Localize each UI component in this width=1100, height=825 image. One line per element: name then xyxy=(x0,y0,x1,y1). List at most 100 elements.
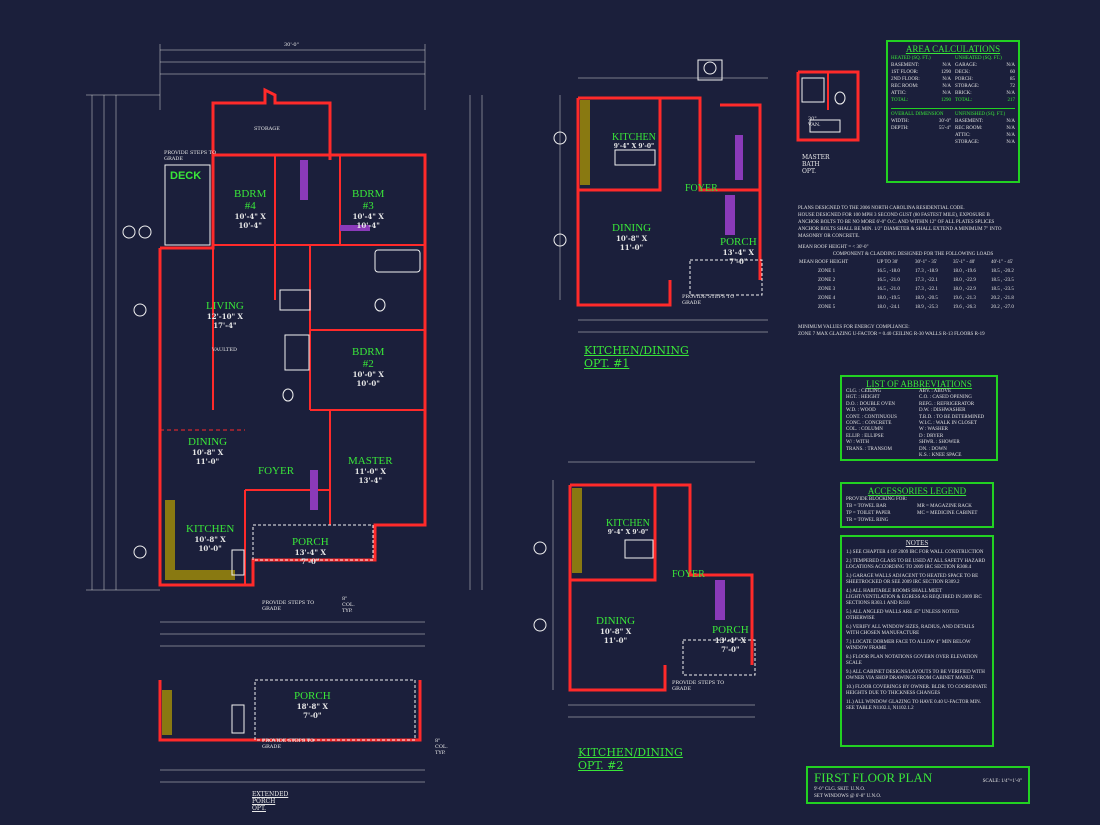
unfinished-row: BASEMENT:N/A xyxy=(955,119,1015,124)
room-size: 18'-8" X 7'-0" xyxy=(296,702,328,720)
note-item: 8.) FLOOR PLAN NOTATIONS GOVERN OVER ELE… xyxy=(846,655,978,666)
ext-porch-room: PORCH 18'-8" X 7'-0" xyxy=(294,690,331,720)
room-master: MASTER 11'-0" X 13'-4" xyxy=(348,455,393,485)
unheated-row: PORCH:85 xyxy=(955,77,1015,82)
note-item: 11.) ALL WINDOW GLAZING TO HAVE 0.40 U-F… xyxy=(846,700,981,711)
unheated-row: BRICK:N/A xyxy=(955,91,1015,96)
heated-row: 1ST FLOOR:1290 xyxy=(891,70,951,75)
opt1-foyer: FOYER xyxy=(685,183,718,194)
unfinished-row: REC ROOM:N/A xyxy=(955,126,1015,131)
room-name: KITCHEN xyxy=(606,518,650,529)
room-name: DINING xyxy=(612,222,652,234)
room-name: PORCH xyxy=(712,624,749,636)
vaulted-label: VAULTED xyxy=(212,347,238,353)
room-size: 11'-0" X 13'-4" xyxy=(354,467,386,485)
room-size: 10'-8" X 10'-0" xyxy=(194,535,226,553)
accessories-left: TB = TOWEL BAR TP = TOILET PAPER TR = TO… xyxy=(846,504,891,523)
heated-total: TOTAL:1290 xyxy=(891,98,951,103)
overall-head: OVERALL DIMENSION xyxy=(891,112,944,117)
energy-values: ZONE 7 MAX GLAZING U-FACTOR = 0.40 CEILI… xyxy=(798,332,985,337)
room-bdrm3: BDRM #3 10'-4" X 10'-4" xyxy=(352,188,384,230)
overall-dim-column: OVERALL DIMENSION WIDTH:30'-0" DEPTH:55'… xyxy=(891,111,951,146)
room-size: 12'-10" X 17'-4" xyxy=(206,312,243,330)
code-note: MASONRY OR CONCRETE. xyxy=(798,234,860,239)
opt1-steps: PROVIDE STEPS TO GRADE xyxy=(682,294,735,306)
opt2-foyer: FOYER xyxy=(672,569,705,580)
room-bdrm4: BDRM #4 10'-4" X 10'-4" xyxy=(234,188,266,230)
opt2-dining: DINING 10'-8" X 11'-0" xyxy=(596,615,635,645)
unheated-head: UNHEATED (SQ. FT.) xyxy=(955,56,1002,61)
room-size: 13'-4" X 7'-0" xyxy=(722,248,754,266)
porch-steps-note: PROVIDE STEPS TO GRADE xyxy=(262,600,315,612)
unheated-total: TOTAL:217 xyxy=(955,98,1015,103)
accessories-sub: PROVIDE BLOCKING FOR: xyxy=(846,497,908,502)
note-item: 3.) GARAGE WALLS ADJACENT TO HEATED SPAC… xyxy=(846,574,979,585)
code-note: ANCHOR BOLTS TO BE NO MORE 6'-0" O.C. AN… xyxy=(798,220,995,225)
room-deck: DECK xyxy=(170,170,202,182)
col-note: 8" COL. TYP. xyxy=(342,596,355,614)
accessories-box: ACCESSORIES LEGEND PROVIDE BLOCKING FOR:… xyxy=(840,482,994,528)
unheated-row: GARAGE:N/A xyxy=(955,63,1015,68)
title-block: FIRST FLOOR PLAN SCALE: 1/4"=1'-0" 9'-0"… xyxy=(806,766,1030,804)
room-bdrm2: BDRM #2 10'-0" X 10'-0" xyxy=(352,346,384,388)
ext-steps-note: PROVIDE STEPS TO GRADE xyxy=(262,738,315,750)
note-item: 4.) ALL HABITABLE ROOMS SHALL MEET LIGHT… xyxy=(846,589,982,606)
opt2-caption: KITCHEN/DINING OPT. #2 xyxy=(578,746,683,772)
main-floor-plan xyxy=(86,44,483,647)
mean-roof: MEAN ROOF HEIGHT = < 30'-0" xyxy=(798,245,869,250)
unfinished-column: UNFINISHED (SQ. FT.) BASEMENT:N/A REC RO… xyxy=(955,111,1015,146)
opt2-kitchen: KITCHEN 9'-4" X 9'-0" xyxy=(606,518,650,536)
unheated-column: UNHEATED (SQ. FT.) GARAGE:N/A DECK:60 PO… xyxy=(955,55,1015,104)
master-bath-caption: MASTER BATH OPT. xyxy=(802,154,830,175)
heated-row: ATTIC:N/A xyxy=(891,91,951,96)
accessories-title: ACCESSORIES LEGEND xyxy=(867,486,967,496)
room-size: 9'-4" X 9'-0" xyxy=(607,529,649,536)
room-size: 10'-8" X 11'-0" xyxy=(191,448,224,466)
room-name: KITCHEN xyxy=(612,132,656,143)
abbreviations-box: LIST OF ABBREVIATIONS CLG. : CEILING HGT… xyxy=(840,375,998,461)
energy-title: MINIMUM VALUES FOR ENERGY COMPLIANCE: xyxy=(798,325,910,330)
loads-title: COMPONENT & CLADDING DESIGNED FOR THE FO… xyxy=(832,252,994,257)
master-bath-opt-plan xyxy=(796,70,860,142)
note-item: 6.) VERIFY ALL WINDOW SIZES, RADIUS, AND… xyxy=(846,625,975,636)
unheated-row: DECK:60 xyxy=(955,70,1015,75)
opt2-porch: PORCH 13'-4" X 7'-0" xyxy=(712,624,749,654)
note-item: 9.) ALL CABINET DESIGNS/LAYOUTS TO BE VE… xyxy=(846,670,985,681)
area-calculations-box: AREA CALCULATIONS HEATED (SQ. FT.) BASEM… xyxy=(886,40,1020,183)
room-porch: PORCH 13'-4" X 7'-0" xyxy=(292,536,329,566)
heated-head: HEATED (SQ. FT.) xyxy=(891,56,931,61)
heated-column: HEATED (SQ. FT.) BASEMENT:N/A 1ST FLOOR:… xyxy=(891,55,951,104)
plan-title: FIRST FLOOR PLAN xyxy=(814,770,933,785)
ext-col-note: 8" COL. TYP. xyxy=(435,738,448,756)
room-size: 10'-4" X 10'-4" xyxy=(352,212,384,230)
room-name: MASTER xyxy=(348,455,393,467)
room-name: DINING xyxy=(596,615,636,627)
deck-steps-note: PROVIDE STEPS TO GRADE xyxy=(164,150,217,162)
room-dining: DINING 10'-8" X 11'-0" xyxy=(188,436,227,466)
room-size: 10'-4" X 10'-4" xyxy=(234,212,266,230)
plan-scale: SCALE: 1/4"=1'-0" xyxy=(982,779,1022,784)
code-note: HOUSE DESIGNED FOR 100 MPH 3 SECOND GUST… xyxy=(798,213,990,218)
opt1-kitchen: KITCHEN 9'-4" X 9'-0" xyxy=(612,132,656,150)
accessories-right: MR = MAGAZINE RACK MC = MEDICINE CABINET xyxy=(917,504,978,516)
master-bath-van: 30" VAN. xyxy=(808,116,821,128)
room-name: PORCH xyxy=(292,536,329,548)
heated-row: BASEMENT:N/A xyxy=(891,63,951,68)
area-title: AREA CALCULATIONS xyxy=(905,44,1001,54)
depth-row: DEPTH:55'-4" xyxy=(891,126,951,131)
title-note: SET WINDOWS @ 6'-8" U.N.O. xyxy=(814,794,882,799)
room-name: PORCH xyxy=(720,236,757,248)
room-name: KITCHEN xyxy=(186,523,235,535)
note-item: 10.) FLOOR COVERINGS BY OWNER. BLDR. TO … xyxy=(846,685,988,696)
room-size: 13'-4" X 7'-0" xyxy=(294,548,326,566)
unfinished-row: ATTIC:N/A xyxy=(955,133,1015,138)
abbrev-right: ABV. : ABOVE C.O. : CASED OPENING REFG. … xyxy=(919,389,985,459)
room-name: BDRM #4 xyxy=(234,188,267,212)
opt1-caption: KITCHEN/DINING OPT. #1 xyxy=(584,344,689,370)
notes-box: NOTES 1.) SEE CHAPTER 4 OF 2009 IRC FOR … xyxy=(840,535,994,747)
note-item: 1.) SEE CHAPTER 4 OF 2009 IRC FOR WALL C… xyxy=(846,550,984,555)
